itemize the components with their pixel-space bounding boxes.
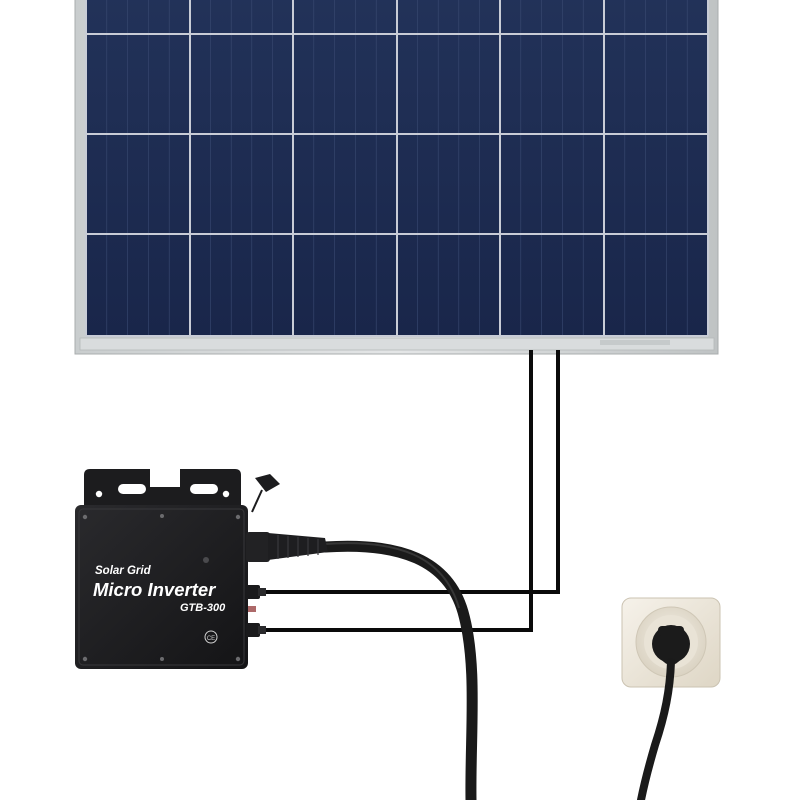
- plug-cable: [637, 658, 675, 800]
- inverter-model: GTB-300: [180, 602, 226, 614]
- certification-mark-ring: [204, 630, 218, 644]
- micro-inverter: Solar Grid Micro Inverter GTB-300 CE: [75, 469, 328, 669]
- dc-wires: [252, 350, 560, 632]
- ac-gland-connector: [246, 532, 328, 562]
- panel-bottom-rail: [79, 337, 715, 351]
- connector-cap: [255, 474, 280, 492]
- ac-output-cable: [319, 540, 478, 800]
- bracket-notch: [150, 469, 180, 487]
- panel-label-strip: [600, 340, 670, 345]
- wall-socket: [621, 597, 721, 688]
- solar-panel: [74, 0, 719, 355]
- mounting-bracket: [84, 469, 241, 508]
- dc-connector-positive: [246, 585, 266, 599]
- inverter-brand-line: Solar Grid: [95, 565, 152, 577]
- bracket-hole-right: [222, 490, 230, 498]
- inverter-body: [75, 505, 248, 669]
- bracket-hole-left: [95, 490, 103, 498]
- dc-wire-positive: [252, 350, 560, 594]
- dc-connector-negative: [246, 623, 266, 637]
- dc-wire-negative: [252, 350, 533, 632]
- bracket-slot-left: [118, 484, 146, 494]
- certification-mark: CE: [207, 636, 215, 642]
- panel-cell-grid: [85, 0, 709, 337]
- bracket-slot-right: [190, 484, 218, 494]
- inverter-title: Micro Inverter: [93, 579, 217, 600]
